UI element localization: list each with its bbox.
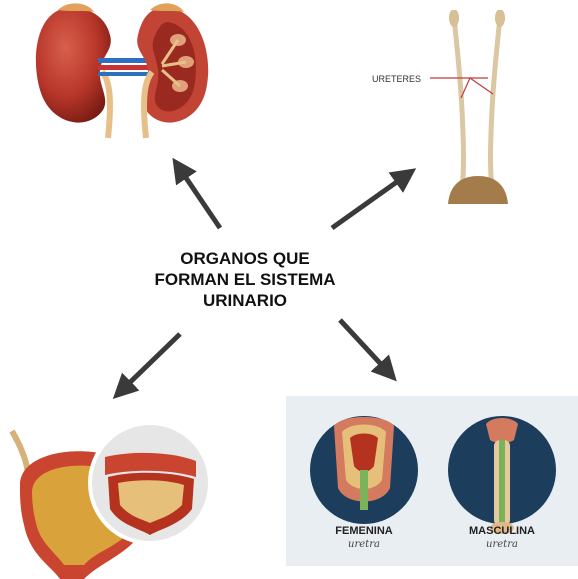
arrow-to-ureters bbox=[332, 174, 408, 228]
center-title-line-1: ORGANOS QUE bbox=[120, 248, 370, 269]
center-title: ORGANOS QUE FORMAN EL SISTEMA URINARIO bbox=[120, 248, 370, 311]
center-title-line-2: FORMAN EL SISTEMA bbox=[120, 269, 370, 290]
arrow-to-bladder bbox=[120, 334, 180, 392]
center-title-line-3: URINARIO bbox=[120, 290, 370, 311]
arrow-to-urethra bbox=[340, 320, 390, 374]
arrow-to-kidneys bbox=[178, 166, 220, 228]
